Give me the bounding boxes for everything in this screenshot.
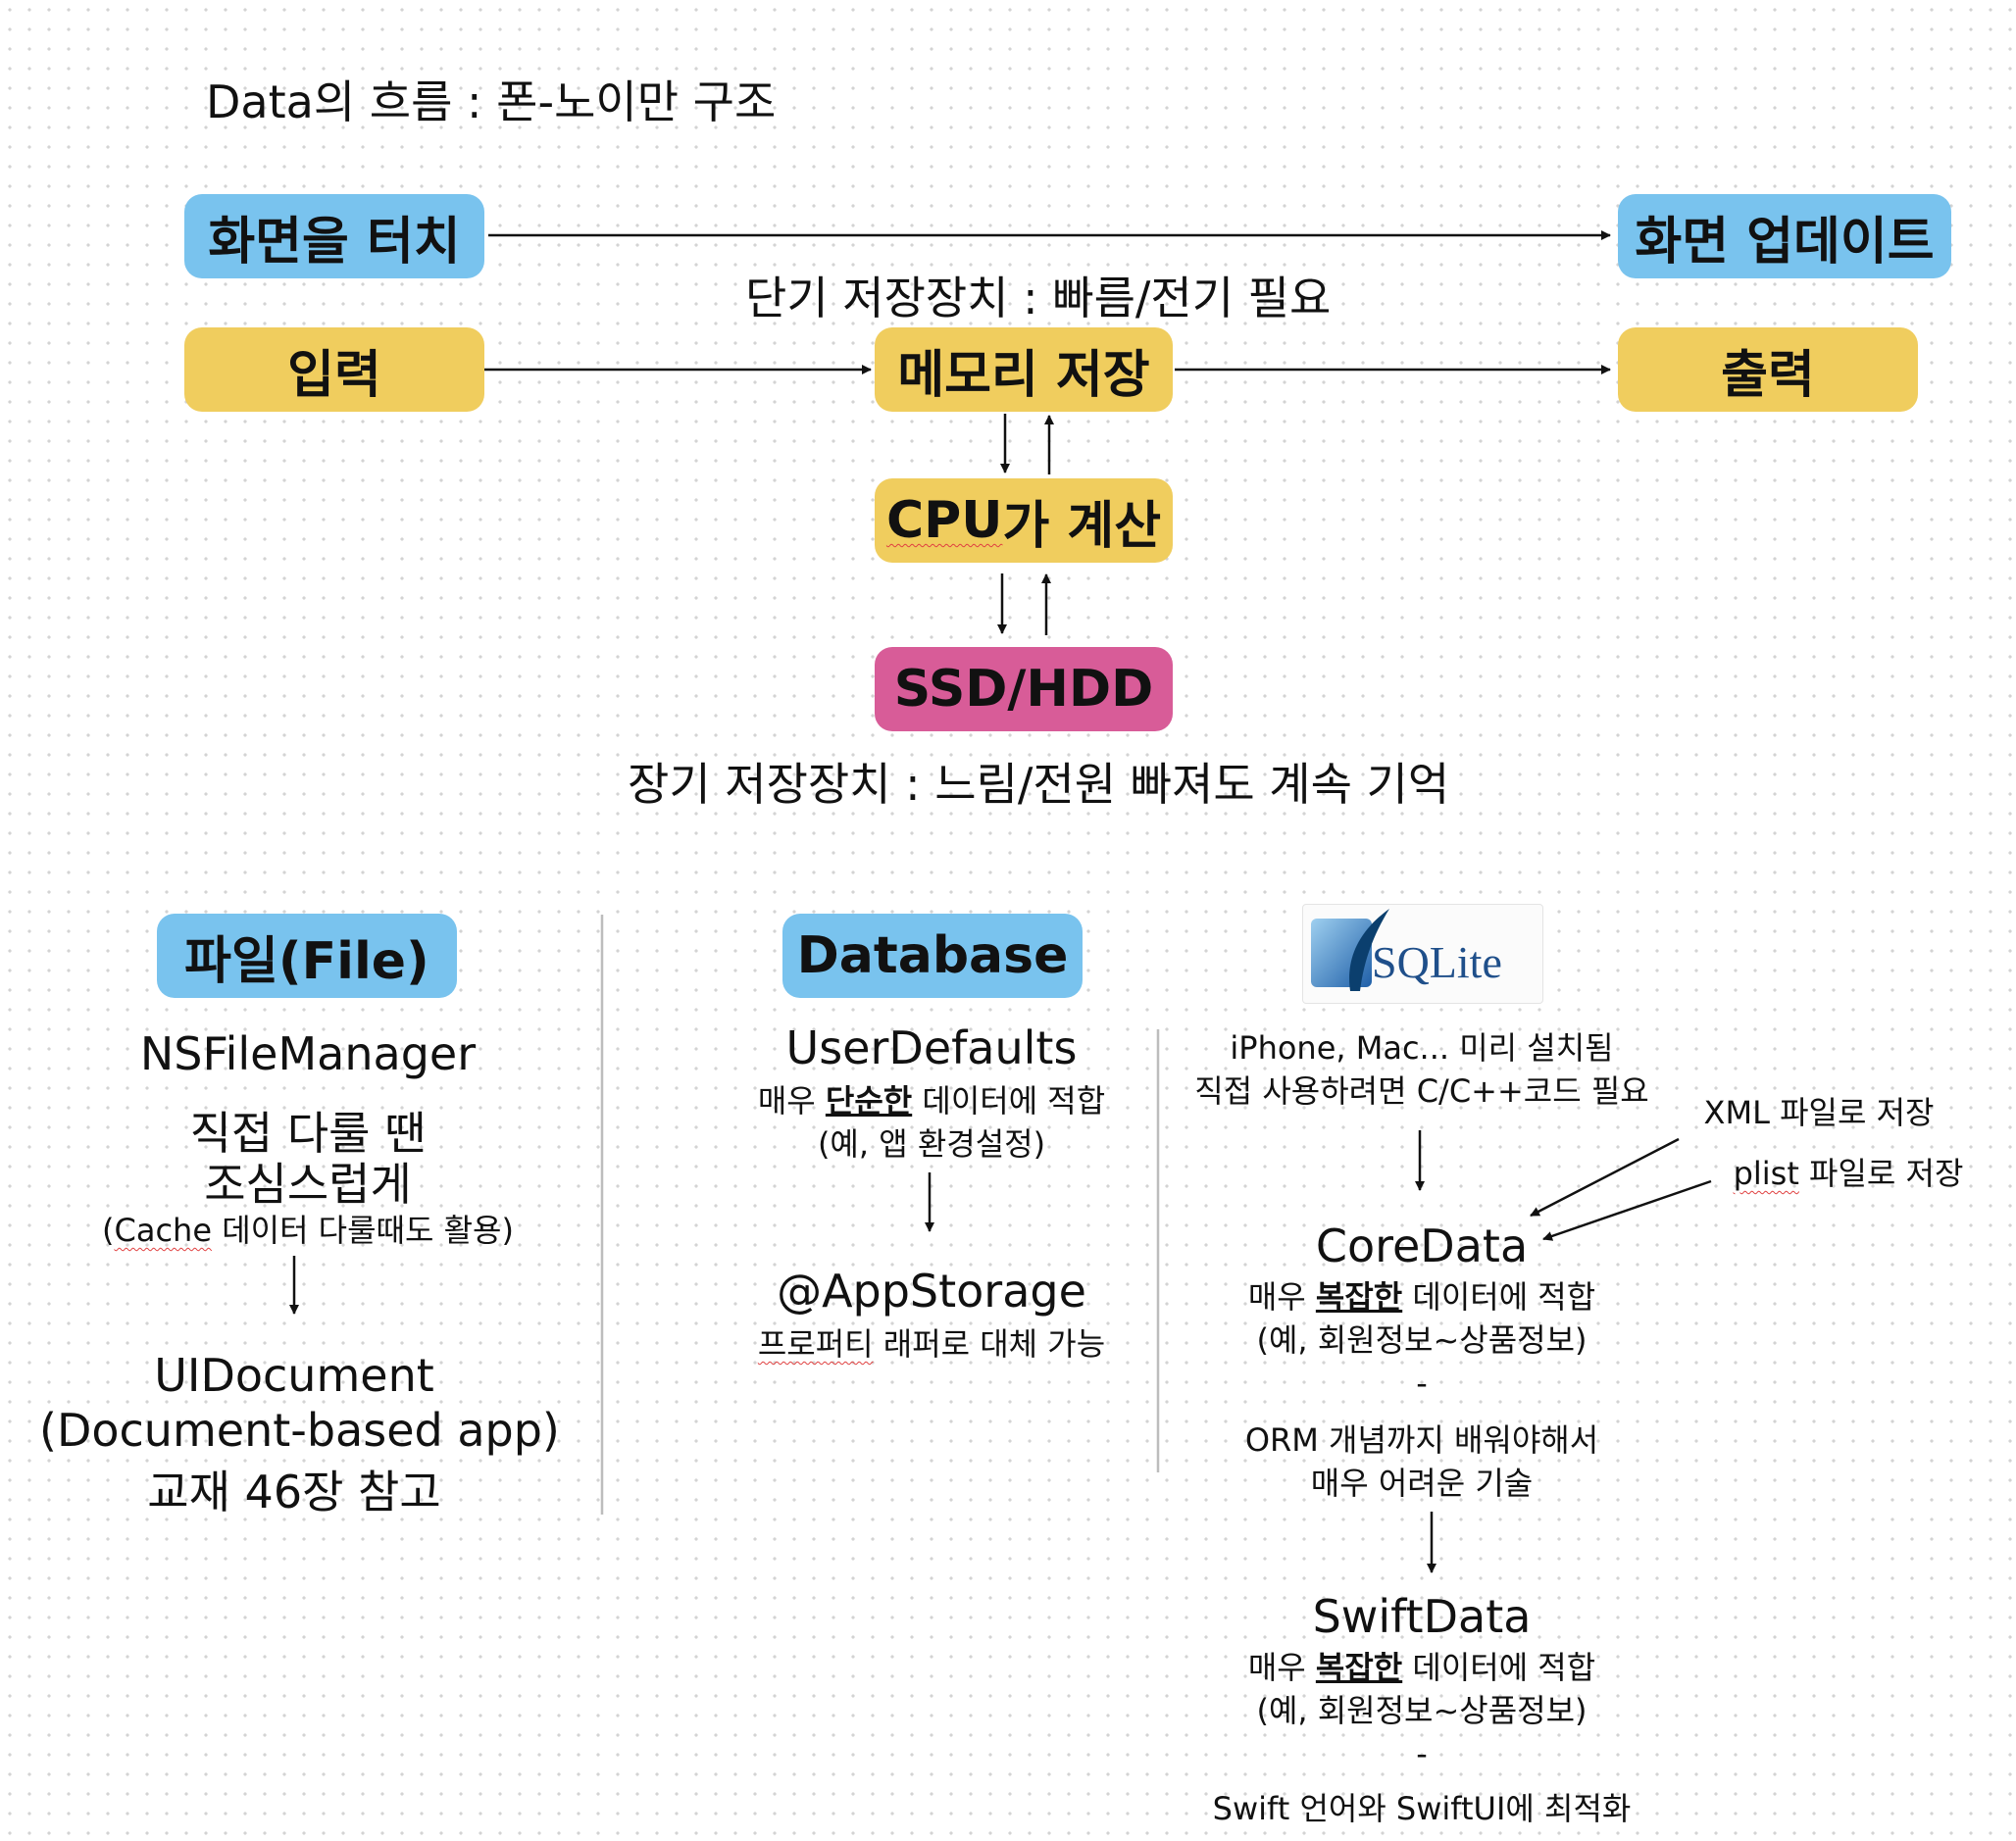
plist-rest: 파일로 저장: [1798, 1155, 1964, 1192]
xml-label: XML 파일로 저장: [1703, 1094, 1935, 1131]
plist-label: plist 파일로 저장: [1726, 1149, 1971, 1194]
cpu-label-prefix: CPU: [885, 491, 1003, 550]
short-term-caption: 단기 저장장치 : 빠름/전기 필요: [745, 272, 1332, 324]
arrow-plist-to-coredata: [1542, 1179, 1712, 1241]
document-based-app-label: (Document-based app): [39, 1404, 560, 1457]
file-caution-line2: 조심스럽게: [204, 1158, 412, 1211]
update-box: 화면 업데이트: [1618, 194, 1951, 278]
output-box: 출력: [1618, 327, 1918, 412]
userdefaults-example: (예, 앱 환경설정): [817, 1125, 1046, 1163]
userdefaults-desc: 매우 단순한 데이터에 적합: [706, 1076, 1157, 1121]
sqlite-logo: SQLite: [1302, 904, 1543, 1004]
sqlite-logo-graphic: SQLite: [1311, 909, 1502, 991]
sqlite-line2: 직접 사용하려면 C/C++코드 필요: [1194, 1072, 1649, 1110]
file-caution-line1: 직접 다룰 땐: [189, 1107, 427, 1160]
userdefaults-label: UserDefaults: [785, 1021, 1078, 1074]
nsfilemanager-label: NSFileManager: [139, 1027, 477, 1080]
long-term-caption: 장기 저장장치 : 느림/전원 빠져도 계속 기억: [628, 758, 1450, 811]
uidocument-label: UIDocument: [154, 1349, 434, 1402]
cd-desc-post: 데이터에 적합: [1402, 1278, 1596, 1316]
cpu-label-suffix: 가 계산: [1002, 496, 1162, 556]
page-title: Data의 흐름 : 폰-노이만 구조: [206, 75, 777, 128]
appstorage-label: @AppStorage: [777, 1265, 1086, 1318]
appstorage-desc: 프로퍼티 래퍼로 대체 가능: [706, 1319, 1157, 1365]
sd-desc-pre: 매우: [1247, 1649, 1316, 1686]
database-header-box: Database: [782, 914, 1083, 998]
as-desc-rest: 래퍼로 대체 가능: [873, 1325, 1106, 1363]
swiftdata-example: (예, 회원정보~상품정보): [1256, 1692, 1588, 1729]
coredata-label: CoreData: [1315, 1219, 1529, 1272]
swiftdata-desc: 매우 복잡한 데이터에 적합: [1196, 1643, 1647, 1688]
swiftdata-label: SwiftData: [1312, 1590, 1532, 1643]
sqlite-line1: iPhone, Mac... 미리 설치됨: [1230, 1029, 1614, 1067]
file-header-box: 파일(File): [157, 914, 457, 998]
memory-box: 메모리 저장: [875, 327, 1173, 412]
coredata-example: (예, 회원정보~상품정보): [1256, 1321, 1588, 1359]
coredata-desc: 매우 복잡한 데이터에 적합: [1196, 1272, 1647, 1318]
as-desc-word: 프로퍼티: [757, 1325, 874, 1363]
cd-desc-pre: 매우: [1247, 1278, 1316, 1316]
ud-desc-post: 데이터에 적합: [912, 1082, 1106, 1120]
orm-line1: ORM 개념까지 배워야해서: [1244, 1421, 1599, 1459]
sd-desc-post: 데이터에 적합: [1402, 1649, 1596, 1686]
orm-line2: 매우 어려운 기술: [1310, 1465, 1534, 1502]
cd-desc-bold: 복잡한: [1315, 1278, 1403, 1316]
swiftdata-note: Swift 언어와 SwiftUI에 최적화: [1212, 1790, 1632, 1827]
cache-note-rest: 데이터 다룰때도 활용): [212, 1212, 514, 1249]
textbook-reference: 교재 46장 참고: [147, 1466, 441, 1518]
ud-desc-pre: 매우: [757, 1082, 826, 1120]
touch-box: 화면을 터치: [184, 194, 484, 278]
file-cache-note: (Cache 데이터 다룰때도 활용): [59, 1206, 557, 1251]
storage-box: SSD/HDD: [875, 647, 1173, 731]
swiftdata-dash: -: [1416, 1735, 1428, 1772]
arrow-xml-to-coredata: [1530, 1137, 1680, 1218]
sd-desc-bold: 복잡한: [1315, 1649, 1403, 1686]
coredata-dash: -: [1416, 1365, 1428, 1402]
cache-note-open: (: [102, 1212, 115, 1249]
sqlite-logo-text: SQLite: [1372, 937, 1502, 987]
ud-desc-bold: 단순한: [825, 1082, 913, 1120]
cache-note-word: Cache: [114, 1212, 213, 1249]
plist-word: plist: [1733, 1155, 1799, 1192]
input-box: 입력: [184, 327, 484, 412]
